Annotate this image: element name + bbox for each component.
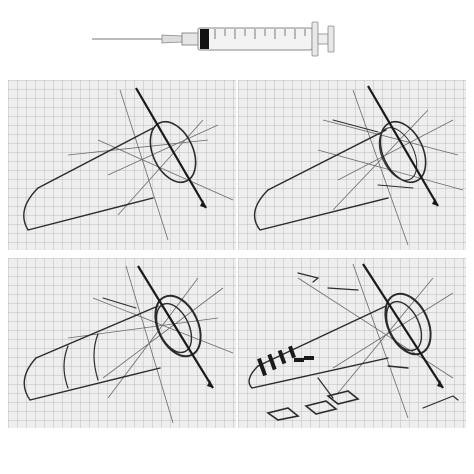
sketch-step-3 — [8, 258, 236, 428]
syringe-icon — [92, 21, 335, 57]
syringe-photo — [90, 14, 340, 64]
cylinder-sketch-icon — [23, 87, 234, 241]
sketch-step-1 — [8, 80, 236, 250]
cylinder-sketch-icon — [23, 265, 234, 424]
sketch-step-4 — [238, 258, 466, 428]
cylinder-sketch-icon — [253, 85, 464, 246]
sketch-step-2 — [238, 80, 466, 250]
cylinder-sketch-icon — [248, 263, 459, 421]
